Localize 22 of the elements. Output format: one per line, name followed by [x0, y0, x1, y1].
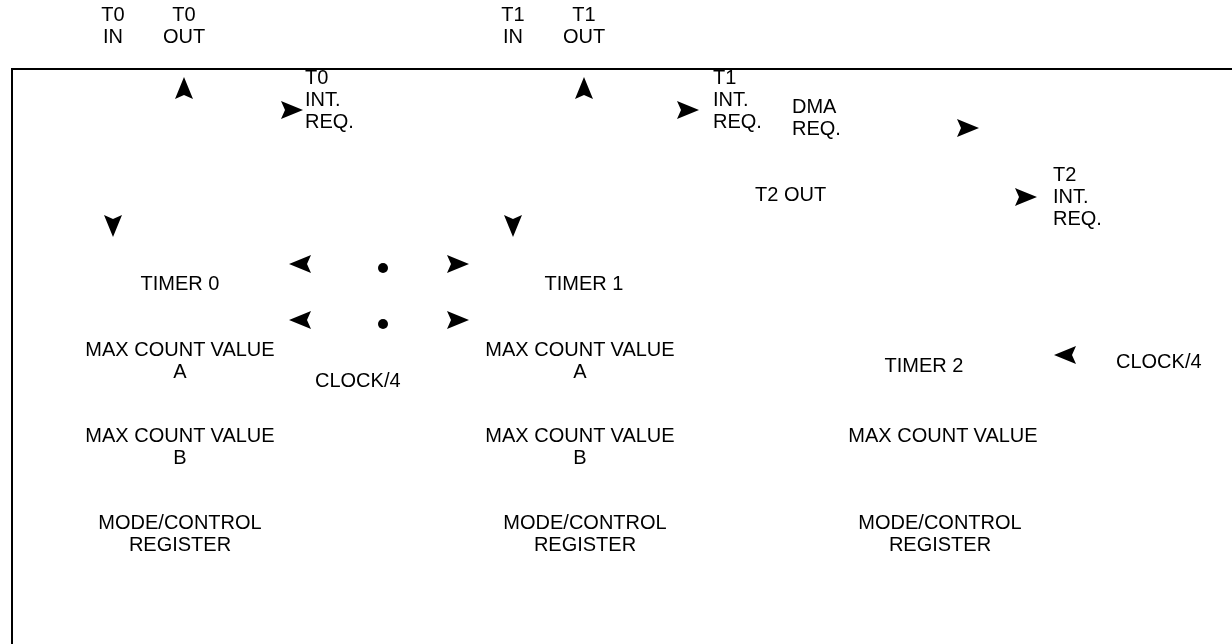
- signal-label: CLOCK/4: [315, 369, 401, 391]
- block-label: TIMER 2: [884, 354, 964, 376]
- pin-label: T0 OUT: [162, 3, 206, 47]
- register-label: MAX COUNT VALUE A: [85, 338, 275, 382]
- register-label: MAX COUNT VALUE A: [485, 338, 675, 382]
- register-label: MODE/CONTROL REGISTER: [502, 511, 668, 555]
- block-label: TIMER 1: [544, 272, 624, 294]
- block-label: TIMER 0: [140, 272, 220, 294]
- pin-label: T1 OUT: [562, 3, 606, 47]
- signal-label: T2 OUT: [755, 183, 827, 205]
- signal-label: CLOCK/4: [1116, 350, 1202, 372]
- signal-label: T1 INT. REQ.: [713, 66, 762, 132]
- register-label: MAX COUNT VALUE B: [485, 424, 675, 468]
- pin-label: T0 IN: [101, 3, 125, 47]
- register-label: MODE/CONTROL REGISTER: [97, 511, 263, 555]
- signal-label: T0 INT. REQ.: [305, 66, 354, 132]
- register-label: MAX COUNT VALUE B: [85, 424, 275, 468]
- signal-label: T2 INT. REQ.: [1053, 163, 1102, 229]
- signal-label: DMA REQ.: [792, 95, 841, 139]
- register-label: MAX COUNT VALUE: [848, 424, 1038, 446]
- pin-label: T1 IN: [501, 3, 525, 47]
- register-label: MODE/CONTROL REGISTER: [857, 511, 1023, 555]
